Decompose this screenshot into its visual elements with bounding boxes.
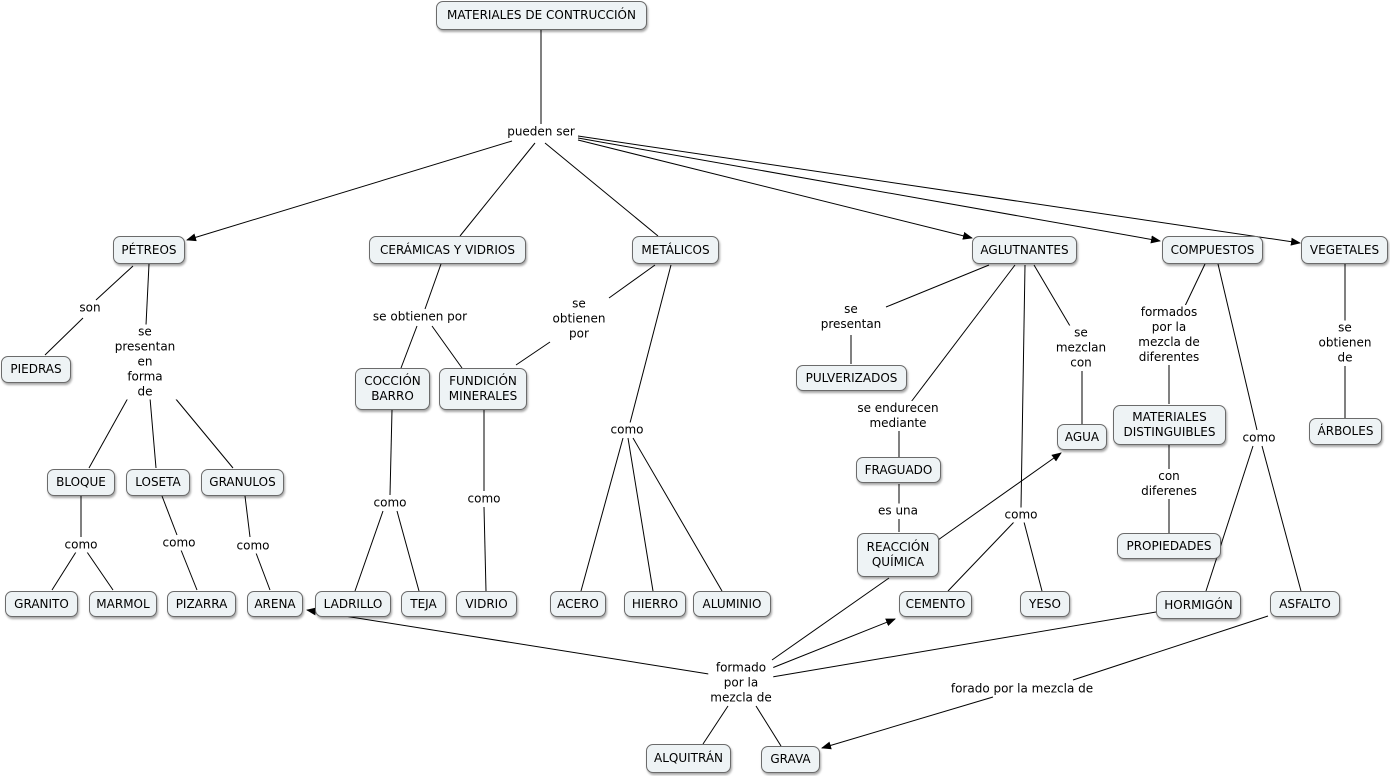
link-pueden-ser: pueden ser	[505, 124, 577, 140]
node-marmol[interactable]: MARMOL	[89, 591, 157, 617]
node-hierro[interactable]: HIERRO	[624, 591, 686, 617]
node-arboles[interactable]: ÁRBOLES	[1309, 418, 1382, 445]
link-se-obtienen-por-ceramicas: se obtienen por	[370, 309, 470, 325]
node-pulverizados[interactable]: PULVERIZADOS	[796, 365, 907, 391]
link-como-aglutnantes: como	[1002, 507, 1040, 523]
node-piedras[interactable]: PIEDRAS	[1, 356, 71, 383]
link-se-presentan: se presentan	[818, 302, 884, 332]
node-acero[interactable]: ACERO	[550, 591, 606, 617]
node-fraguado[interactable]: FRAGUADO	[856, 457, 941, 483]
node-reaccion[interactable]: REACCIÓN QUÍMICA	[857, 533, 939, 577]
node-agua[interactable]: AGUA	[1057, 424, 1107, 450]
link-como-metalicos: como	[608, 422, 646, 438]
node-aluminio[interactable]: ALUMINIO	[693, 591, 771, 617]
node-compuestos[interactable]: COMPUESTOS	[1162, 236, 1263, 264]
node-vegetales[interactable]: VEGETALES	[1301, 236, 1388, 264]
link-se-obtienen-por-metalicos: se obtienen por	[550, 296, 608, 342]
node-hormigon[interactable]: HORMIGÓN	[1156, 591, 1241, 619]
node-pizarra[interactable]: PIZARRA	[167, 591, 236, 617]
node-coccion[interactable]: COCCIÓN BARRO	[355, 368, 430, 410]
link-se-presentan-forma: se presentan en forma de	[112, 324, 178, 400]
node-granito[interactable]: GRANITO	[5, 591, 78, 617]
link-como-compuestos: como	[1240, 430, 1278, 446]
link-se-mezclan: se mezclan con	[1053, 325, 1109, 371]
link-se-endurecen: se endurecen mediante	[855, 401, 941, 431]
node-propiedades[interactable]: PROPIEDADES	[1117, 533, 1221, 559]
node-distinguibles[interactable]: MATERIALES DISTINGUIBLES	[1113, 405, 1226, 445]
link-se-obtienen-de: se obtienen de	[1316, 320, 1374, 366]
node-granulos[interactable]: GRANULOS	[201, 469, 284, 496]
node-ladrillo[interactable]: LADRILLO	[315, 591, 391, 617]
link-con-diferenes: con diferenes	[1139, 469, 1199, 499]
link-como-fundicion: como	[465, 491, 503, 507]
node-metalicos[interactable]: METÁLICOS	[632, 236, 719, 264]
node-loseta[interactable]: LOSETA	[126, 469, 190, 496]
link-como-granulos: como	[234, 538, 272, 554]
node-asfalto[interactable]: ASFALTO	[1270, 591, 1340, 617]
node-alquitran[interactable]: ALQUITRÁN	[646, 744, 731, 773]
node-materiales[interactable]: MATERIALES DE CONTRUCCIÓN	[436, 1, 647, 30]
link-formados-por: formados por la mezcla de diferentes	[1136, 305, 1202, 365]
link-es-una: es una	[875, 503, 921, 519]
link-formado-por: formado por la mezcla de	[708, 660, 774, 706]
node-petreos[interactable]: PÉTREOS	[113, 236, 185, 264]
link-como-bloque: como	[62, 537, 100, 553]
node-fundicion[interactable]: FUNDICIÓN MINERALES	[439, 368, 527, 410]
node-vidrio[interactable]: VIDRIO	[456, 591, 517, 617]
node-yeso[interactable]: YESO	[1020, 591, 1070, 617]
node-grava[interactable]: GRAVA	[761, 746, 820, 773]
node-bloque[interactable]: BLOQUE	[47, 469, 115, 496]
link-como-coccion: como	[371, 495, 409, 511]
link-son: son	[77, 300, 103, 316]
node-aglutnantes[interactable]: AGLUTNANTES	[972, 236, 1077, 264]
node-cemento[interactable]: CEMENTO	[899, 591, 972, 617]
node-arena[interactable]: ARENA	[247, 591, 303, 617]
node-ceramicas[interactable]: CERÁMICAS Y VIDRIOS	[369, 236, 526, 264]
link-como-loseta: como	[160, 535, 198, 551]
link-forado-por: forado por la mezcla de	[948, 681, 1096, 697]
node-teja[interactable]: TEJA	[401, 591, 446, 617]
